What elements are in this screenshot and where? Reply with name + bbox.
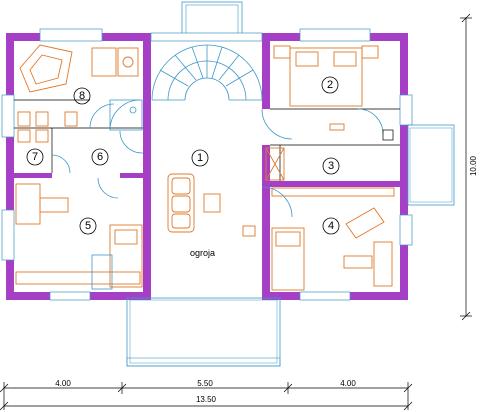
room-marker-2: 2	[321, 76, 339, 94]
windows	[1, 28, 413, 301]
dimension-segment-2: 5.50	[197, 379, 213, 388]
dimension-segment-3: 4.00	[340, 379, 356, 388]
room-marker-4: 4	[322, 217, 340, 235]
skylight-inner	[185, 4, 239, 36]
room-marker-7: 7	[26, 148, 44, 166]
room-number-7: 7	[32, 151, 38, 163]
skylight-frame	[181, 1, 243, 37]
dimension-right-total: 10.00	[469, 155, 478, 176]
room-number-markers: 1 2 3 4 5 6 7 8	[26, 76, 340, 235]
terrace	[126, 297, 281, 367]
room-marker-1: 1	[191, 149, 209, 167]
room-number-3: 3	[328, 160, 334, 172]
dimension-segment-1: 4.00	[55, 379, 71, 388]
room-marker-3: 3	[322, 157, 340, 175]
room-number-6: 6	[97, 151, 103, 163]
room-number-8: 8	[79, 90, 85, 102]
dimension-right: 10.00	[460, 13, 478, 321]
storage-shelving	[265, 147, 395, 197]
partitions	[14, 99, 400, 181]
bedroom-5-furniture	[15, 183, 143, 290]
room-marker-8: 8	[73, 87, 91, 105]
room-marker-6: 6	[91, 148, 109, 166]
dimension-total: 13.50	[196, 395, 217, 404]
room-marker-5: 5	[79, 217, 97, 235]
bathroom-fixtures	[19, 44, 143, 131]
dimension-bottom	[0, 382, 413, 411]
room-number-5: 5	[85, 220, 91, 232]
living-furniture	[167, 173, 256, 237]
wc-fixtures	[17, 111, 78, 143]
spiral-staircase	[151, 44, 263, 101]
bedroom-2-furniture	[273, 45, 394, 141]
bedroom-4-furniture	[271, 207, 393, 291]
balcony-right	[407, 124, 455, 206]
terrace-label: ogroja	[190, 248, 215, 258]
room-number-1: 1	[197, 152, 203, 164]
room-number-4: 4	[328, 220, 334, 232]
room-number-2: 2	[327, 79, 333, 91]
